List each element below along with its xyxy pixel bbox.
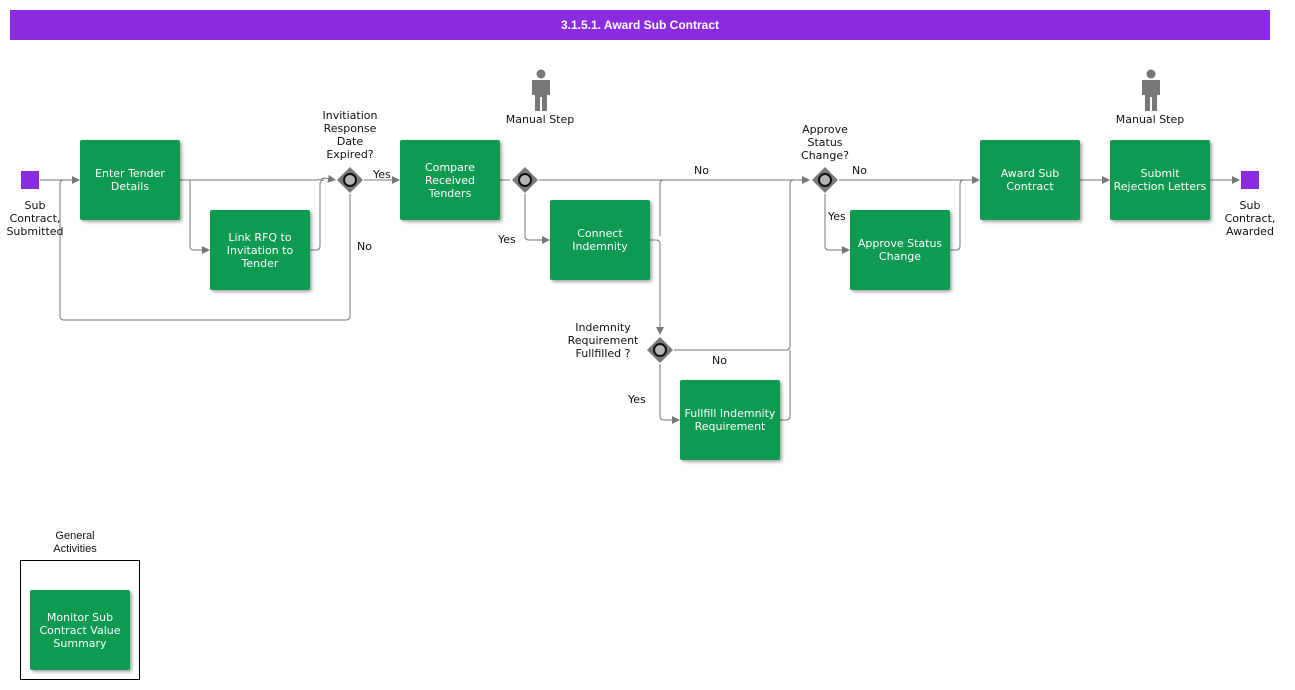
manual-step-label-2: Manual Step (1115, 113, 1185, 126)
end-event-label: Sub Contract, Awarded (1224, 199, 1276, 238)
gateway-circle-icon (343, 173, 357, 187)
end-event[interactable] (1241, 171, 1259, 189)
edge-label-yes-1: Yes (373, 168, 391, 181)
edge-enter-gateway1 (180, 174, 336, 183)
edge-label-no-4: No (852, 164, 867, 177)
edge-label-yes-4: Yes (828, 210, 846, 223)
task-enter-tender-details[interactable]: Enter Tender Details (80, 140, 180, 220)
task-link-rfq[interactable]: Link RFQ to Invitation to Tender (210, 210, 310, 290)
group-title: General Activities (53, 530, 97, 555)
gateway-approve-status[interactable] (812, 167, 838, 193)
task-award-sub-contract[interactable]: Award Sub Contract (980, 140, 1080, 220)
edge-link-gateway1 (310, 179, 325, 251)
gateway-invitation-expired-label: Invitiation Response Date Expired? (322, 109, 378, 161)
gateway-compare-result[interactable] (512, 167, 538, 193)
edge-approve-award (950, 179, 965, 251)
task-monitor-summary[interactable]: Monitor Sub Contract Value Summary (30, 590, 130, 670)
gateway-circle-icon (818, 173, 832, 187)
gateway-indemnity-fulfilled[interactable] (647, 337, 673, 363)
edge-label-yes-3: Yes (628, 393, 646, 406)
edge-gw3-no (674, 179, 795, 351)
general-activities-group (20, 560, 140, 680)
gateway-approve-status-label: Approve Status Change? (801, 123, 849, 162)
start-event-label: Sub Contract, Submitted (6, 199, 64, 238)
manual-step-label-1: Manual Step (505, 113, 575, 126)
task-connect-indemnity[interactable]: Connect Indemnity (550, 200, 650, 280)
gateway-indemnity-fulfilled-label: Indemnity Requirement Fullfilled ? (567, 321, 639, 360)
edge-enter-link (189, 180, 210, 254)
gateway-circle-icon (653, 343, 667, 357)
gateway-circle-icon (518, 173, 532, 187)
task-compare-tenders[interactable]: Compare Received Tenders (400, 140, 500, 220)
start-event[interactable] (21, 171, 39, 189)
task-submit-rejection[interactable]: Submit Rejection Letters (1110, 140, 1210, 220)
task-fulfill-indemnity[interactable]: Fullfill Indemnity Requirement (680, 380, 780, 460)
edge-gw4-approve (824, 194, 850, 254)
edge-label-no-1: No (357, 240, 372, 253)
person-icon (532, 69, 550, 111)
edge-gw3-fulfill (659, 364, 680, 424)
diagram-title: 3.1.5.1. Award Sub Contract (10, 10, 1270, 40)
edge-fulfill-up (780, 350, 791, 421)
task-approve-status-change[interactable]: Approve Status Change (850, 210, 950, 290)
edge-connect-gw3 (650, 239, 664, 335)
edge-gw2-connect (524, 194, 550, 244)
edge-label-yes-2: Yes (498, 233, 516, 246)
person-icon (1142, 69, 1160, 111)
gateway-invitation-expired[interactable] (337, 167, 363, 193)
edge-join-top (659, 179, 665, 185)
edge-label-no-2: No (694, 164, 709, 177)
edge-no-loop (59, 179, 351, 321)
edge-label-no-3: No (712, 354, 727, 367)
